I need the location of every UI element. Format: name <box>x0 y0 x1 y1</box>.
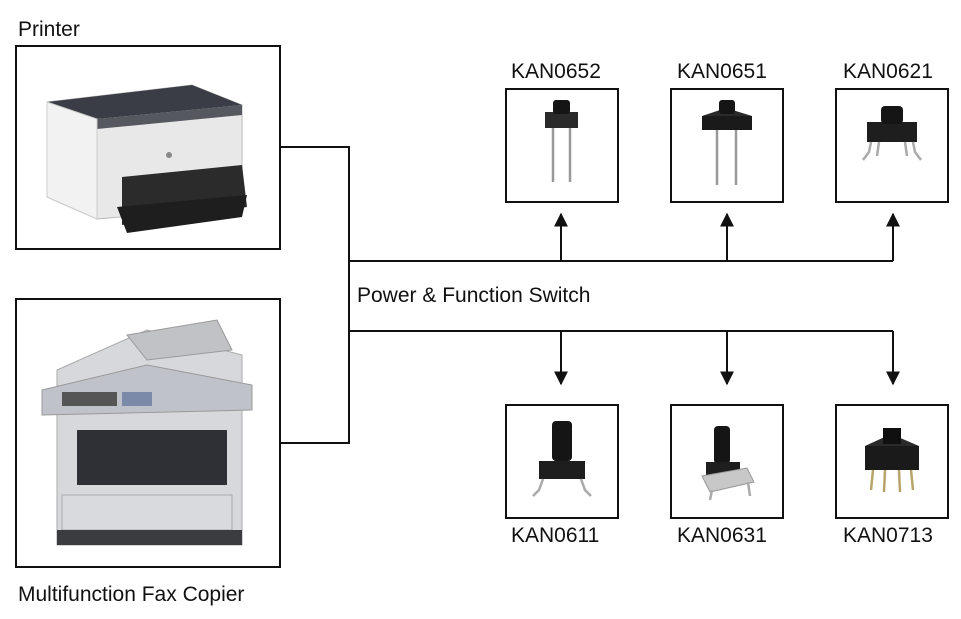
kan0652-switch-icon <box>545 100 578 182</box>
printer-label: Printer <box>18 18 80 41</box>
kan0651-switch-icon <box>702 100 752 185</box>
kan0651-label: KAN0651 <box>677 60 767 83</box>
kan0611-box <box>505 404 619 519</box>
kan0631-label: KAN0631 <box>677 524 767 547</box>
printer-image <box>46 84 247 233</box>
kan0621-label: KAN0621 <box>843 60 933 83</box>
kan0713-label: KAN0713 <box>843 524 933 547</box>
kan0631-box <box>670 404 784 519</box>
kan0611-label: KAN0611 <box>511 524 600 547</box>
printer-box <box>15 45 281 250</box>
kan0611-switch-icon <box>532 421 592 497</box>
kan0652-box <box>505 88 619 203</box>
printer-connector-line <box>280 146 350 444</box>
kan0621-box <box>835 88 949 203</box>
kan0713-switch-icon <box>865 428 919 493</box>
kan0713-box <box>835 404 949 519</box>
kan0652-label: KAN0652 <box>511 60 601 83</box>
kan0631-switch-icon <box>701 426 755 501</box>
kan0621-switch-icon <box>862 106 922 161</box>
fax-copier-label: Multifunction Fax Copier <box>18 583 245 606</box>
kan0651-box <box>670 88 784 203</box>
fax-copier-box <box>15 298 281 568</box>
fax-copier-image <box>41 319 253 546</box>
connector-label: Power & Function Switch <box>357 284 591 307</box>
